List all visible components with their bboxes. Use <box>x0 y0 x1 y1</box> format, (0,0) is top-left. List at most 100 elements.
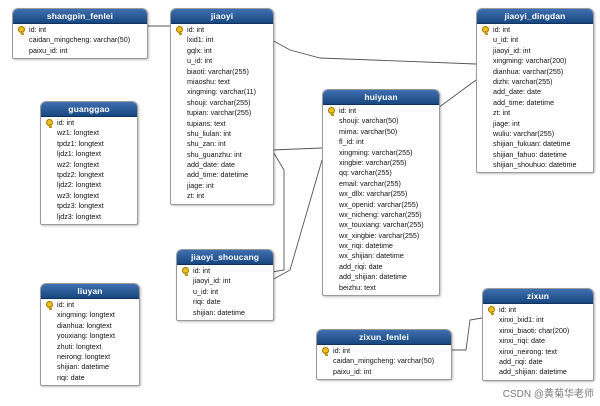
table-field[interactable]: wuliu: varchar(255) <box>481 129 589 139</box>
table-field[interactable]: tpdz1: longtext <box>45 139 133 149</box>
table-title[interactable]: huiyuan <box>323 90 439 105</box>
table-field[interactable]: zt: int <box>175 191 269 201</box>
table-field[interactable]: tupians: text <box>175 119 269 129</box>
table-field[interactable]: wx_xingbie: varchar(255) <box>327 231 435 241</box>
table-field[interactable]: shouji: varchar(50) <box>327 116 435 126</box>
table-field[interactable]: wx_touxiang: varchar(255) <box>327 220 435 230</box>
table-field[interactable]: shu_zan: int <box>175 139 269 149</box>
table-field[interactable]: miaoshu: text <box>175 77 269 87</box>
table-field[interactable]: jiage: int <box>175 181 269 191</box>
table-field[interactable]: add_shijian: datetime <box>487 367 589 377</box>
table-field[interactable]: xinxi_neirong: text <box>487 347 589 357</box>
table-field[interactable]: riqi: date <box>181 297 269 307</box>
table-field[interactable]: shu_guanzhu: int <box>175 150 269 160</box>
table-field[interactable]: wx_openid: varchar(255) <box>327 200 435 210</box>
table-field[interactable]: fl_id: int <box>327 137 435 147</box>
table-field[interactable]: neirong: longtext <box>45 352 135 362</box>
table-field[interactable]: dizhi: varchar(255) <box>481 77 589 87</box>
table-field[interactable]: shu_liulan: int <box>175 129 269 139</box>
table-field[interactable]: paixu_id: int <box>321 367 447 377</box>
table-field[interactable]: jiage: int <box>481 119 589 129</box>
table-field[interactable]: u_id: int <box>181 287 269 297</box>
table-field[interactable]: qq: varchar(255) <box>327 168 435 178</box>
primary-key-field[interactable]: id: int <box>175 25 269 35</box>
table-field[interactable]: shijian: datetime <box>45 362 135 372</box>
table-field[interactable]: xinxi_lxid1: int <box>487 315 589 325</box>
table-field[interactable]: wx_dllx: varchar(255) <box>327 189 435 199</box>
table-field[interactable]: xinxi_riqi: date <box>487 336 589 346</box>
table-field[interactable]: tpdz3: longtext <box>45 201 133 211</box>
table-field[interactable]: ljdz2: longtext <box>45 180 133 190</box>
table-field[interactable]: beizhu: text <box>327 283 435 293</box>
table-title[interactable]: guanggao <box>41 102 137 117</box>
table-field[interactable]: shijian_fukuan: datetime <box>481 139 589 149</box>
table-field[interactable]: add_date: date <box>175 160 269 170</box>
table-field[interactable]: add_time: datetime <box>175 170 269 180</box>
table-field[interactable]: caidan_mingcheng: varchar(50) <box>17 35 143 45</box>
table-field[interactable]: email: varchar(255) <box>327 179 435 189</box>
table-field[interactable]: add_date: date <box>481 87 589 97</box>
table-field[interactable]: add_time: datetime <box>481 98 589 108</box>
table-field[interactable]: u_id: int <box>481 35 589 45</box>
table-field[interactable]: ljdz3: longtext <box>45 212 133 222</box>
table-field[interactable]: xingming: varchar(11) <box>175 87 269 97</box>
table-field[interactable]: zhuti: longtext <box>45 342 135 352</box>
table-field[interactable]: biaoti: varchar(255) <box>175 67 269 77</box>
table-field[interactable]: gqlx: int <box>175 46 269 56</box>
table-field[interactable]: riqi: date <box>45 373 135 383</box>
table-field[interactable]: mima: varchar(50) <box>327 127 435 137</box>
table-field[interactable]: zt: int <box>481 108 589 118</box>
table-field[interactable]: shouji: varchar(255) <box>175 98 269 108</box>
primary-key-field[interactable]: id: int <box>481 25 589 35</box>
primary-key-field[interactable]: id: int <box>45 300 135 310</box>
table-field[interactable]: shijian_fahuo: datetime <box>481 150 589 160</box>
primary-key-field[interactable]: id: int <box>181 266 269 276</box>
table-title[interactable]: shangpin_fenlei <box>13 9 147 24</box>
primary-key-field[interactable]: id: int <box>17 25 143 35</box>
table-field[interactable]: dianhua: varchar(255) <box>481 67 589 77</box>
table-field[interactable]: ljdz1: longtext <box>45 149 133 159</box>
table-field[interactable]: xingming: longtext <box>45 310 135 320</box>
table-field[interactable]: add_riqi: date <box>487 357 589 367</box>
table-field[interactable]: wz3: longtext <box>45 191 133 201</box>
table-field[interactable]: xingming: varchar(200) <box>481 56 589 66</box>
table-field[interactable]: add_shijian: datetime <box>327 272 435 282</box>
table-field[interactable]: dianhua: longtext <box>45 321 135 331</box>
table-field[interactable]: wx_riqi: datetime <box>327 241 435 251</box>
primary-key-field[interactable]: id: int <box>321 346 447 356</box>
table-field[interactable]: xingbie: varchar(255) <box>327 158 435 168</box>
table-field[interactable]: wz1: longtext <box>45 128 133 138</box>
primary-key-field[interactable]: id: int <box>487 305 589 315</box>
table-field[interactable]: wz2: longtext <box>45 160 133 170</box>
table-title[interactable]: jiaoyi <box>171 9 273 24</box>
table-field[interactable]: xingming: varchar(255) <box>327 148 435 158</box>
primary-key-field[interactable]: id: int <box>327 106 435 116</box>
table-title[interactable]: zixun_fenlei <box>317 330 451 345</box>
table-field[interactable]: tpdz2: longtext <box>45 170 133 180</box>
table-field[interactable]: u_id: int <box>175 56 269 66</box>
table-field[interactable]: jiaoyi_id: int <box>181 276 269 286</box>
table-field[interactable]: wx_shijian: datetime <box>327 251 435 261</box>
table-field[interactable]: xinxi_biaoti: char(200) <box>487 326 589 336</box>
table-field[interactable]: jiaoyi_id: int <box>481 46 589 56</box>
table-field[interactable]: lxid1: int <box>175 35 269 45</box>
table-field[interactable]: wx_nicheng: varchar(255) <box>327 210 435 220</box>
table-field[interactable]: shijian_shouhuo: datetime <box>481 160 589 170</box>
table-field[interactable]: shijian: datetime <box>181 308 269 318</box>
table-field[interactable]: tupian: varchar(255) <box>175 108 269 118</box>
table-title[interactable]: zixun <box>483 289 593 304</box>
table-title[interactable]: liuyan <box>41 284 139 299</box>
table-field[interactable]: youxiang: longtext <box>45 331 135 341</box>
table-field[interactable]: add_riqi: date <box>327 262 435 272</box>
table-title[interactable]: jiaoyi_shoucang <box>177 250 273 265</box>
primary-key-field[interactable]: id: int <box>45 118 133 128</box>
table-field[interactable]: caidan_mingcheng: varchar(50) <box>321 356 447 366</box>
table-field[interactable]: paixu_id: int <box>17 46 143 56</box>
